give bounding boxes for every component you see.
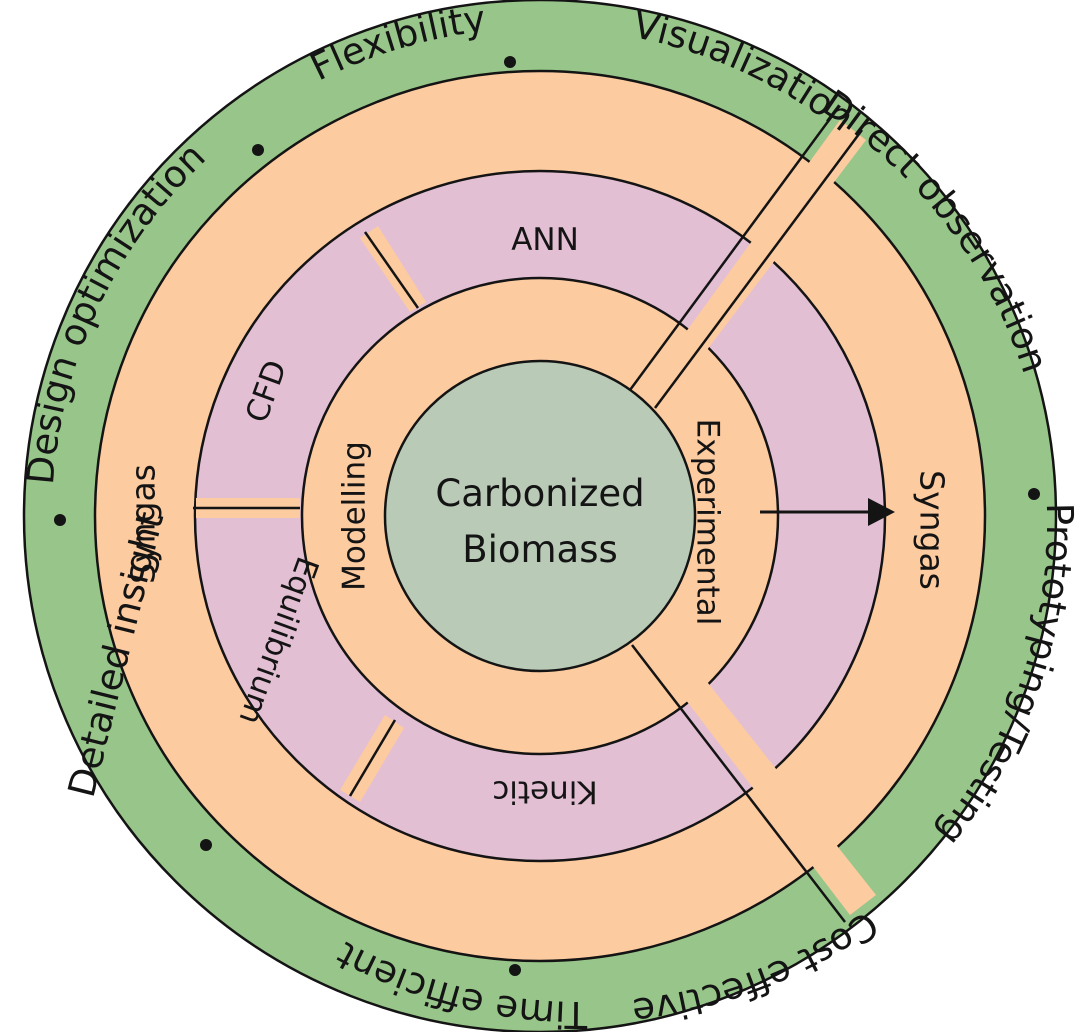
syngas-right-label: Syngas [913, 470, 952, 590]
bullet-dot [504, 56, 516, 68]
experimental-label: Experimental [690, 419, 726, 626]
method-ann-label: ANN [511, 222, 579, 258]
benefit-separators [54, 56, 1040, 976]
divider-line-upper-right-2 [653, 129, 864, 409]
method-kinetic-label: Kinetic [492, 774, 597, 810]
syngas-left-label: Syngas [124, 464, 163, 584]
center-label-line2: Biomass [462, 528, 618, 571]
bullet-dot [1028, 488, 1040, 500]
bullet-dot [200, 839, 212, 851]
bullet-dot [252, 144, 264, 156]
modelling-label: Modelling [337, 441, 373, 591]
center-label-line1: Carbonized [435, 472, 644, 515]
syngas-arrow [760, 498, 895, 526]
divider-line-eq-kinetic [348, 719, 397, 797]
divider-lower-right [640, 625, 876, 915]
bullet-dot [509, 964, 521, 976]
divider-upper-right [640, 120, 866, 412]
divider-line-upper-right [628, 111, 837, 391]
divider-line-lower-right [631, 644, 846, 923]
sector-dividers [193, 111, 876, 923]
bullet-dot [54, 514, 66, 526]
divider-line-ann-cfd [363, 231, 420, 309]
center-circle [383, 359, 697, 673]
